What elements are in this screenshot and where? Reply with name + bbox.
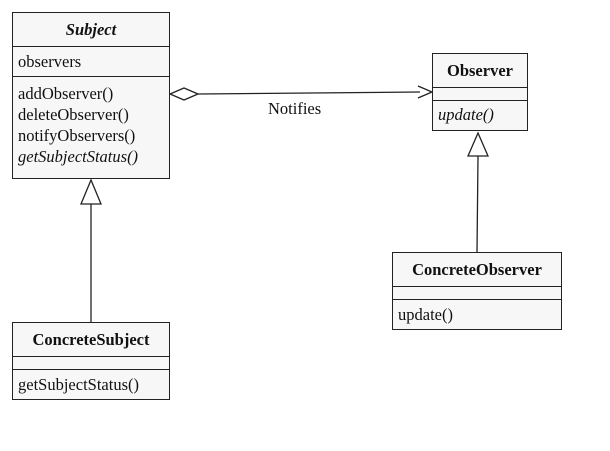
subject-attributes: observers	[13, 47, 169, 77]
concrete-observer-operations: update()	[393, 300, 561, 325]
observer-class: Observer update()	[432, 53, 528, 131]
concrete-observer-class-name: ConcreteObserver	[393, 253, 561, 287]
concrete-observer-generalization-line	[476, 155, 479, 253]
subject-operation: deleteObserver()	[18, 105, 129, 124]
open-arrowhead-icon	[417, 85, 434, 99]
concrete-subject-class-name: ConcreteSubject	[13, 323, 169, 357]
notifies-label: Notifies	[268, 99, 322, 118]
subject-class: Subject observers addObserver() deleteOb…	[12, 12, 170, 179]
subject-operation: getSubjectStatus()	[18, 147, 139, 166]
concrete-observer-operation: update()	[398, 305, 453, 324]
concrete-subject-class: ConcreteSubject getSubjectStatus()	[12, 322, 170, 400]
observer-attributes	[433, 88, 527, 101]
subject-class-name: Subject	[13, 13, 169, 47]
concrete-subject-attributes	[13, 357, 169, 370]
notifies-association-line	[197, 91, 421, 95]
concrete-subject-operations: getSubjectStatus()	[13, 370, 169, 395]
subject-attribute: observers	[18, 52, 82, 71]
subject-operations: addObserver() deleteObserver() notifyObs…	[13, 77, 169, 167]
concrete-observer-attributes	[393, 287, 561, 300]
inheritance-triangle-icon	[467, 131, 489, 157]
observer-operation: update()	[438, 105, 494, 124]
aggregation-diamond-icon	[168, 87, 200, 101]
subject-operation: addObserver()	[18, 84, 114, 103]
observer-class-name: Observer	[433, 54, 527, 88]
concrete-observer-class: ConcreteObserver update()	[392, 252, 562, 330]
subject-operation: notifyObservers()	[18, 126, 136, 145]
concrete-subject-operation: getSubjectStatus()	[18, 375, 139, 394]
observer-operations: update()	[433, 101, 527, 125]
inheritance-triangle-icon	[80, 178, 102, 205]
